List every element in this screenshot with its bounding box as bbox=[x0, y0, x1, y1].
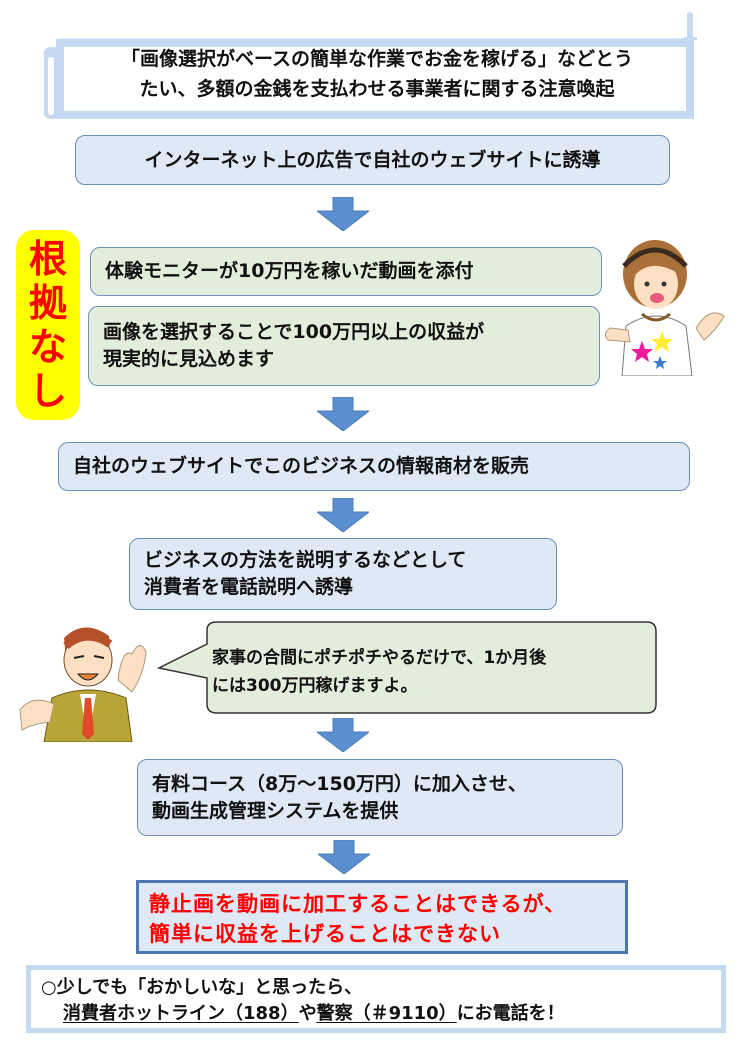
down-arrow-icon bbox=[318, 840, 370, 874]
flow-step-sell-materials: 自社のウェブサイトでこのビジネスの情報商材を販売 bbox=[58, 442, 690, 491]
banner-title: 「画像選択がベースの簡単な作業でお金を稼げる」などとう たい、多額の金銭を支払わ… bbox=[120, 48, 634, 100]
conclusion-warning: 静止画を動画に加工することはできるが、 簡単に収益を上げることはできない bbox=[136, 880, 628, 954]
badge-char: 根 bbox=[28, 237, 67, 281]
claim-income-promise: 画像を選択することで100万円以上の収益が 現実的に見込めます bbox=[88, 306, 600, 386]
flow-step-text: 自社のウェブサイトでこのビジネスの情報商材を販売 bbox=[73, 455, 530, 477]
claim-text: 体験モニターが10万円を稼いだ動画を添付 bbox=[105, 260, 474, 282]
hotline-connector: や bbox=[298, 1003, 317, 1024]
down-arrow-icon bbox=[317, 498, 369, 532]
police-hotline-link[interactable]: 警察（＃9110） bbox=[316, 1003, 457, 1024]
speech-bubble bbox=[156, 621, 657, 714]
badge-char: し bbox=[28, 369, 67, 413]
scroll-banner-frame bbox=[44, 37, 697, 119]
woman-illustration bbox=[604, 240, 725, 376]
claim-text: 画像を選択することで100万円以上の収益が 現実的に見込めます bbox=[103, 321, 485, 370]
flow-step-phone-lure: ビジネスの方法を説明するなどとして 消費者を電話説明へ誘導 bbox=[129, 538, 557, 610]
hotline-contacts: 消費者ホットライン（188）や警察（＃9110）にお電話を！ bbox=[41, 1001, 721, 1027]
flow-step-ad-redirect: インターネット上の広告で自社のウェブサイトに誘導 bbox=[75, 135, 670, 185]
consumer-hotline-link[interactable]: 消費者ホットライン（188） bbox=[63, 1003, 299, 1024]
claim-monitor-video: 体験モニターが10万円を稼いだ動画を添付 bbox=[90, 247, 602, 296]
badge-char: 拠 bbox=[28, 281, 67, 325]
flow-step-paid-course: 有料コース（8万～150万円）に加入させ、 動画生成管理システムを提供 bbox=[137, 759, 623, 836]
down-arrow-icon bbox=[317, 397, 369, 431]
baseless-badge: 根 拠 な し bbox=[16, 230, 80, 420]
scroll-roll-top bbox=[687, 12, 693, 40]
hotline-notice: ○少しでも「おかしいな」と思ったら、 消費者ホットライン（188）や警察（＃91… bbox=[26, 965, 726, 1033]
hotline-intro: ○少しでも「おかしいな」と思ったら、 bbox=[41, 977, 363, 998]
flow-step-text: 有料コース（8万～150万円）に加入させ、 動画生成管理システムを提供 bbox=[152, 772, 527, 822]
flow-step-text: インターネット上の広告で自社のウェブサイトに誘導 bbox=[144, 148, 601, 171]
badge-char: な bbox=[28, 325, 67, 369]
salesman-illustration bbox=[19, 627, 147, 742]
salesman-quote: 家事の合間にポチポチやるだけで、1か月後 には300万円稼げますよ。 bbox=[212, 648, 547, 696]
down-arrow-icon bbox=[317, 197, 369, 231]
hotline-suffix: にお電話を！ bbox=[456, 1003, 565, 1024]
flow-step-text: ビジネスの方法を説明するなどとして 消費者を電話説明へ誘導 bbox=[144, 549, 467, 598]
down-arrow-icon bbox=[317, 718, 369, 752]
